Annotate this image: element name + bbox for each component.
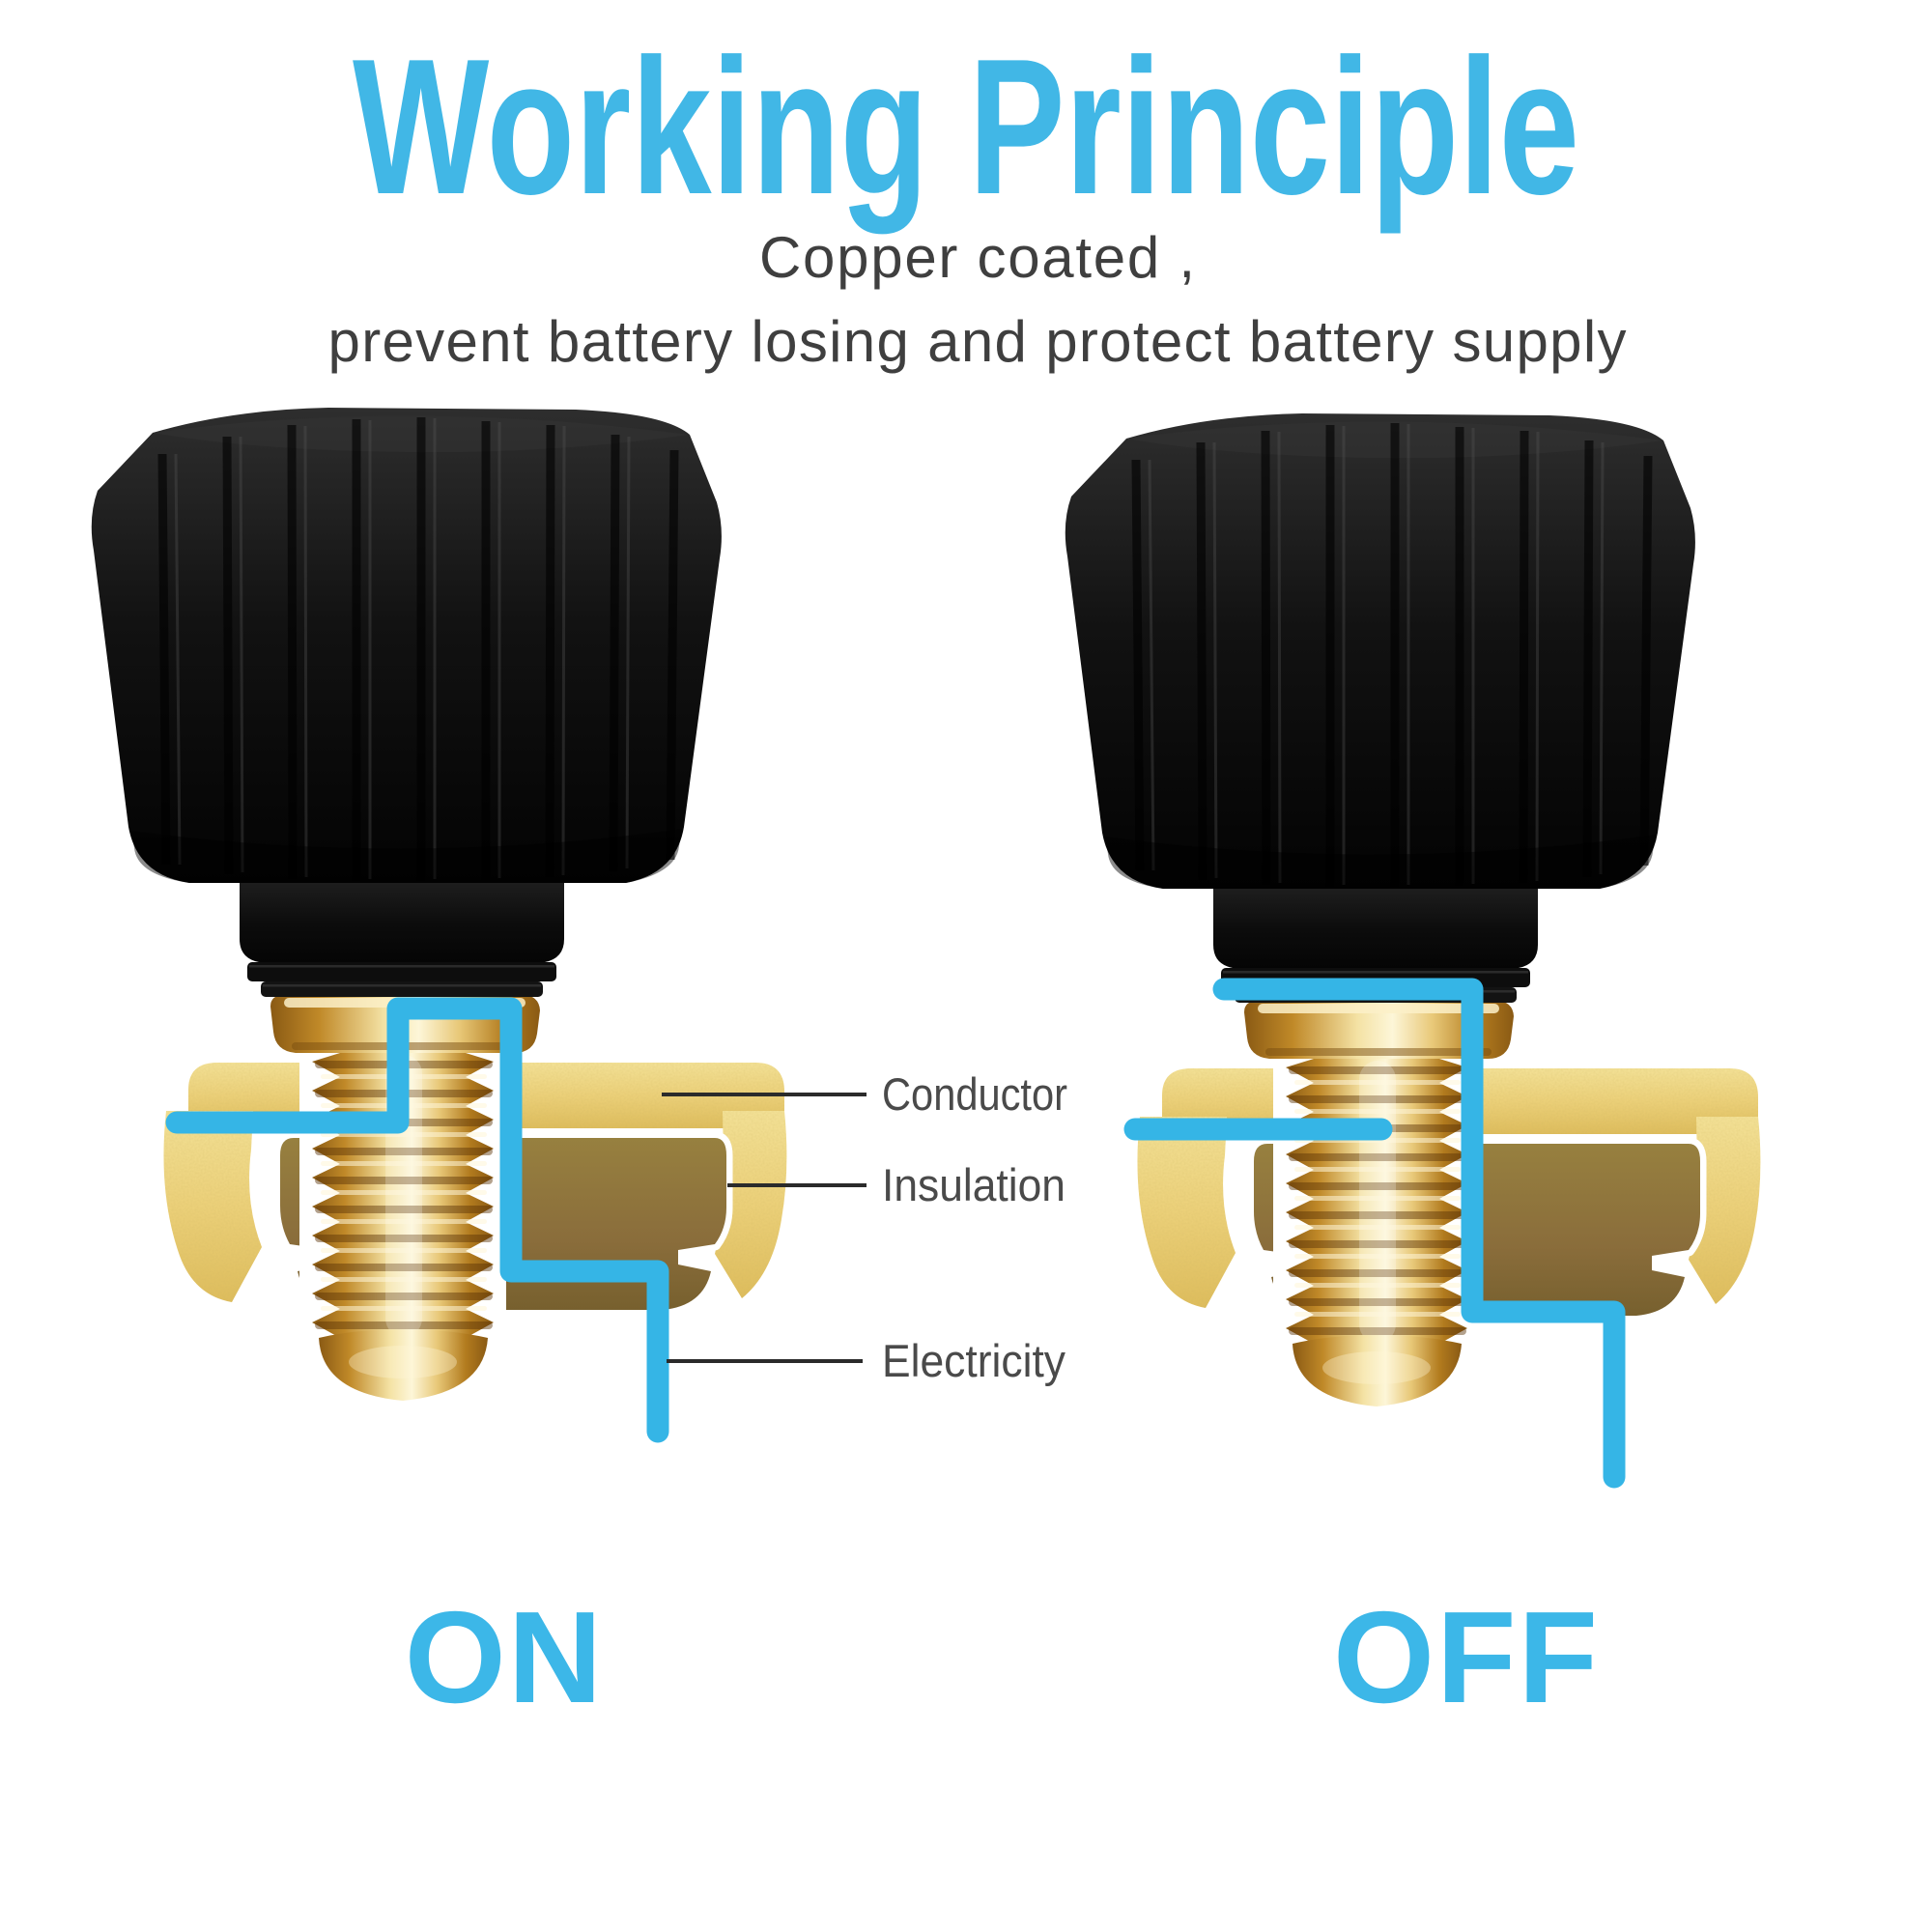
- insulation-label: Insulation: [882, 1159, 1065, 1210]
- current-path-off: [1212, 978, 1626, 1489]
- electricity-label: Electricity: [882, 1335, 1065, 1386]
- on-assembly: [92, 408, 787, 1443]
- state-label-off: OFF: [1333, 1584, 1600, 1730]
- subtitle-line1: Copper coated ,: [759, 225, 1196, 290]
- conductor-label: Conductor: [882, 1068, 1067, 1120]
- subtitle-line2: prevent battery losing and protect batte…: [328, 309, 1628, 374]
- page-title: Working Principle: [353, 19, 1579, 235]
- current-path-on: [165, 997, 669, 1443]
- state-label-on: ON: [405, 1584, 605, 1730]
- callouts: Conductor Insulation Electricity: [662, 1068, 1067, 1386]
- off-assembly: [1065, 413, 1761, 1489]
